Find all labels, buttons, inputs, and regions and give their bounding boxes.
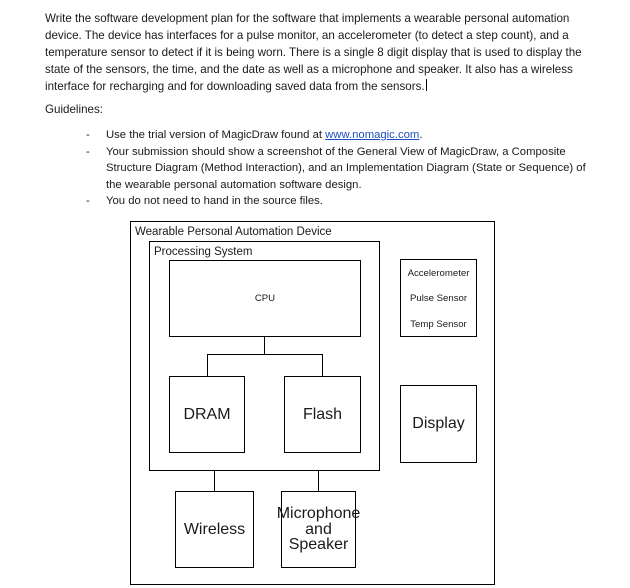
cpu-label: CPU	[254, 293, 276, 304]
sensor-temp: Temp Sensor	[410, 319, 467, 330]
assignment-paragraph: Write the software development plan for …	[45, 12, 582, 93]
flash-label: Flash	[302, 405, 343, 423]
dram-label: DRAM	[183, 405, 231, 423]
connector-line	[214, 471, 215, 491]
microphone-speaker-box: Microphone and Speaker	[277, 491, 360, 568]
display-label: Display	[412, 415, 465, 432]
wireless-label: Wireless	[183, 520, 246, 538]
processing-system-label: Processing System	[154, 246, 253, 258]
dram-box: DRAM	[169, 376, 245, 453]
sensor-accelerometer: Accelerometer	[407, 268, 470, 279]
bullet-dash: -	[86, 195, 90, 207]
sensors-box	[400, 259, 477, 337]
cpu-box: CPU	[169, 260, 361, 337]
mic-label-line2: and	[305, 520, 332, 538]
bullet-dash: -	[86, 145, 90, 158]
processing-system-box	[149, 241, 380, 471]
text-cursor	[425, 79, 427, 91]
device-label: Wearable Personal Automation Device	[135, 226, 332, 238]
bullet-dash: -	[86, 129, 90, 141]
mic-label-line3: Speaker	[288, 536, 349, 554]
connector-line	[322, 354, 323, 376]
connector-line	[207, 354, 208, 376]
mic-label-line1: Microphone	[276, 505, 361, 523]
sensor-pulse: Pulse Sensor	[409, 293, 468, 304]
guidelines-list: - Use the trial version of MagicDraw fou…	[86, 127, 596, 210]
list-item: - Your submission should show a screensh…	[86, 145, 586, 191]
connector-line	[318, 471, 319, 491]
display-box: Display	[400, 385, 477, 463]
device-box	[130, 221, 495, 585]
list-item: - You do not need to hand in the source …	[86, 193, 596, 210]
list-item: - Use the trial version of MagicDraw fou…	[86, 127, 596, 144]
flash-box: Flash	[284, 376, 361, 453]
connector-line	[207, 354, 323, 355]
nomagic-link[interactable]: www.nomagic.com	[325, 129, 420, 141]
wireless-box: Wireless	[175, 491, 254, 568]
guidelines-heading: Guidelines:	[45, 103, 104, 116]
connector-line	[264, 337, 265, 354]
